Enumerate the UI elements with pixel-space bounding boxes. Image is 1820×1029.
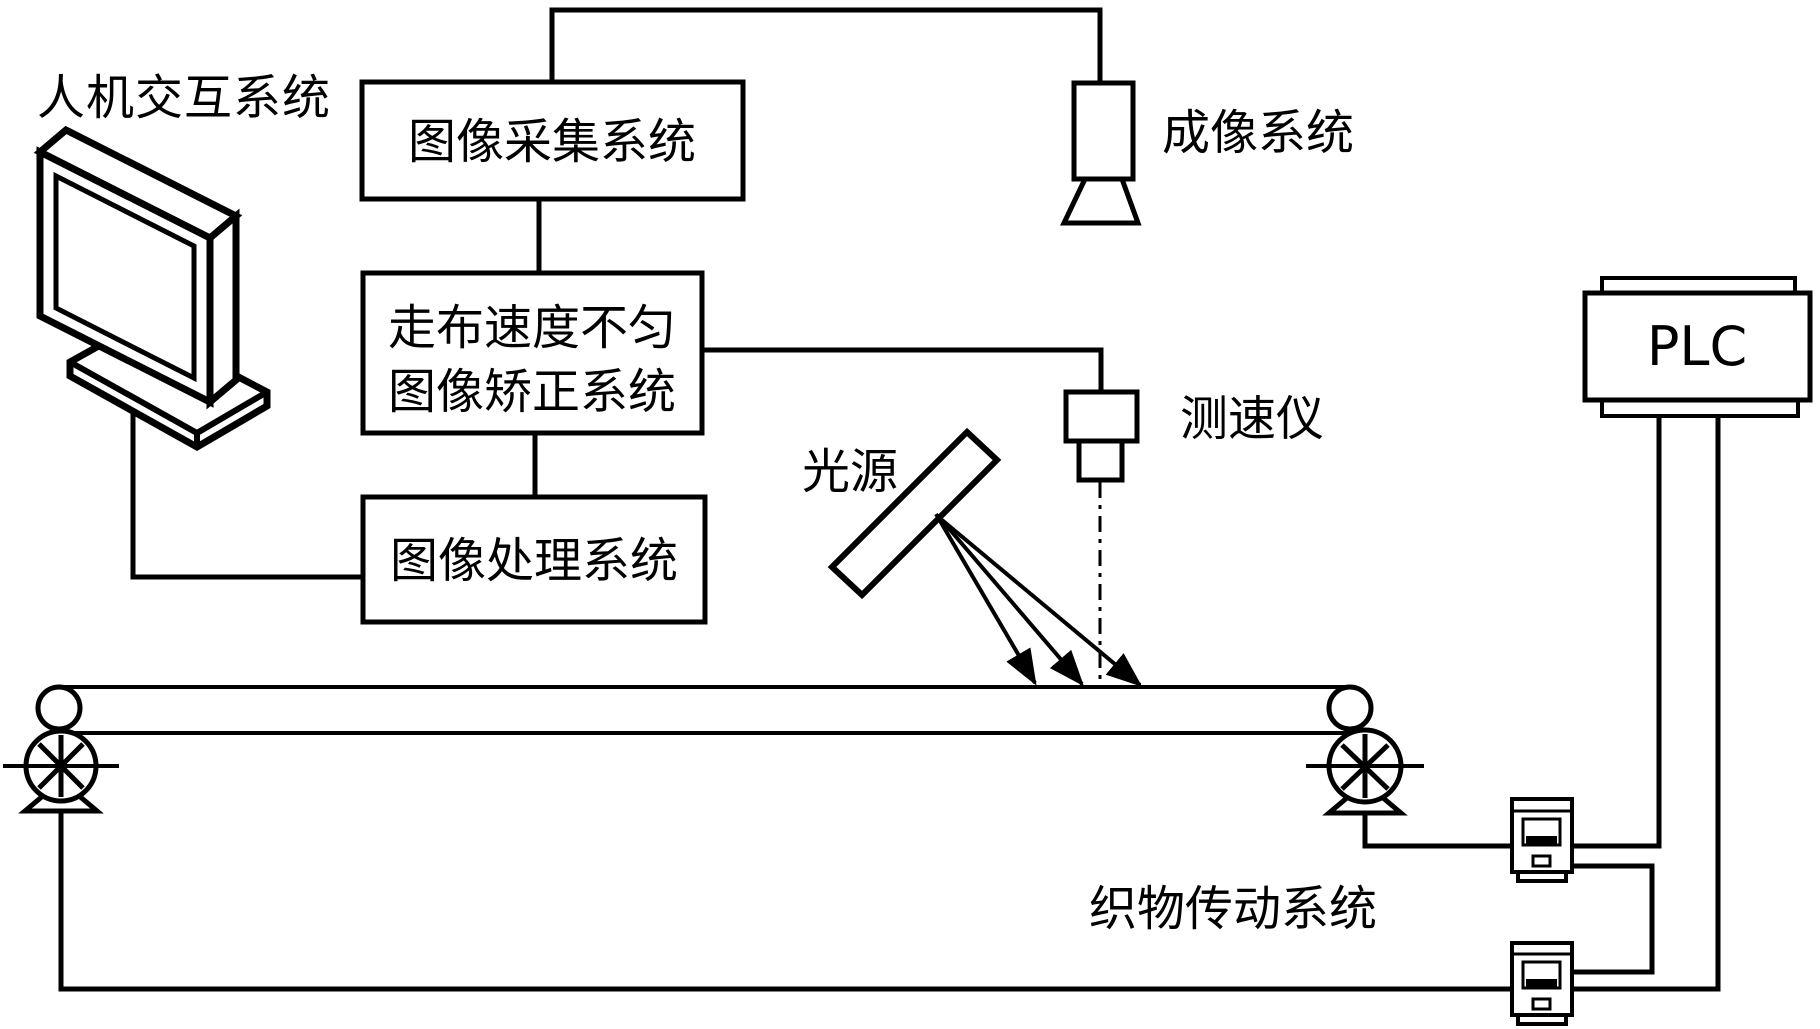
box-speed-correction (360, 270, 705, 436)
speed-meter-body (1063, 389, 1140, 444)
plc-box (1582, 290, 1813, 403)
monitor-icon (33, 125, 271, 452)
image-processing-label: 图像处理系统 (390, 533, 678, 589)
speed-meter-icon (1063, 389, 1140, 483)
drive2-display-band (1526, 979, 1557, 988)
wire-drive1-to-drive2 (1572, 863, 1655, 975)
light-rays (934, 512, 1143, 687)
camera-icon (1060, 80, 1142, 226)
light-source-label: 光源 (802, 444, 898, 500)
wire-correction-to-speedmeter (702, 347, 1104, 392)
wire-leftmotor-drive2-plc (58, 416, 1721, 992)
hmi-label: 人机交互系统 (37, 70, 331, 126)
light-source-icon (827, 427, 1002, 600)
camera-body (1071, 80, 1136, 182)
camera-lens-cone (1060, 176, 1142, 226)
left-motor-spoke-d2 (37, 742, 85, 790)
light-ray-3 (940, 518, 1143, 687)
light-ray-2 (937, 515, 1084, 687)
image-acquisition-label: 图像采集系统 (408, 114, 696, 170)
drive-unit-2 (1510, 941, 1574, 1026)
box-image-acquisition (359, 79, 746, 202)
plc-label: PLC (1647, 315, 1747, 378)
right-roller (1326, 684, 1374, 732)
wire-acquisition-to-camera (549, 7, 1103, 83)
plc-unit: PLC (1582, 276, 1813, 418)
drive-unit-1 (1510, 797, 1574, 883)
light-source-bar (827, 427, 1002, 600)
left-motor-icon (3, 728, 119, 814)
left-roller (35, 684, 83, 732)
speed-meter-lens (1076, 438, 1125, 483)
right-motor-icon (1306, 727, 1424, 816)
right-motor-spoke-d2 (1340, 743, 1390, 791)
light-ray-1 (934, 512, 1037, 686)
speed-correction-label-line1: 走布速度不匀 (388, 300, 676, 356)
monitor-screen (53, 171, 197, 383)
fabric-drive-label: 织物传动系统 (1089, 881, 1377, 937)
drive1-slot (1531, 854, 1552, 868)
conveyor-belt (35, 684, 1374, 735)
drive2-slot (1531, 997, 1552, 1011)
monitor-side-face (206, 208, 240, 410)
drive1-display-band (1526, 836, 1557, 845)
speed-meter-label: 测速仪 (1180, 391, 1324, 447)
wire-monitor-to-processing (130, 410, 363, 580)
wire-rightmotor-drive1-plc (1362, 416, 1662, 849)
speed-correction-label-line2: 图像矫正系统 (388, 364, 676, 420)
imaging-system-label: 成像系统 (1162, 105, 1354, 161)
box-image-processing (360, 494, 708, 625)
